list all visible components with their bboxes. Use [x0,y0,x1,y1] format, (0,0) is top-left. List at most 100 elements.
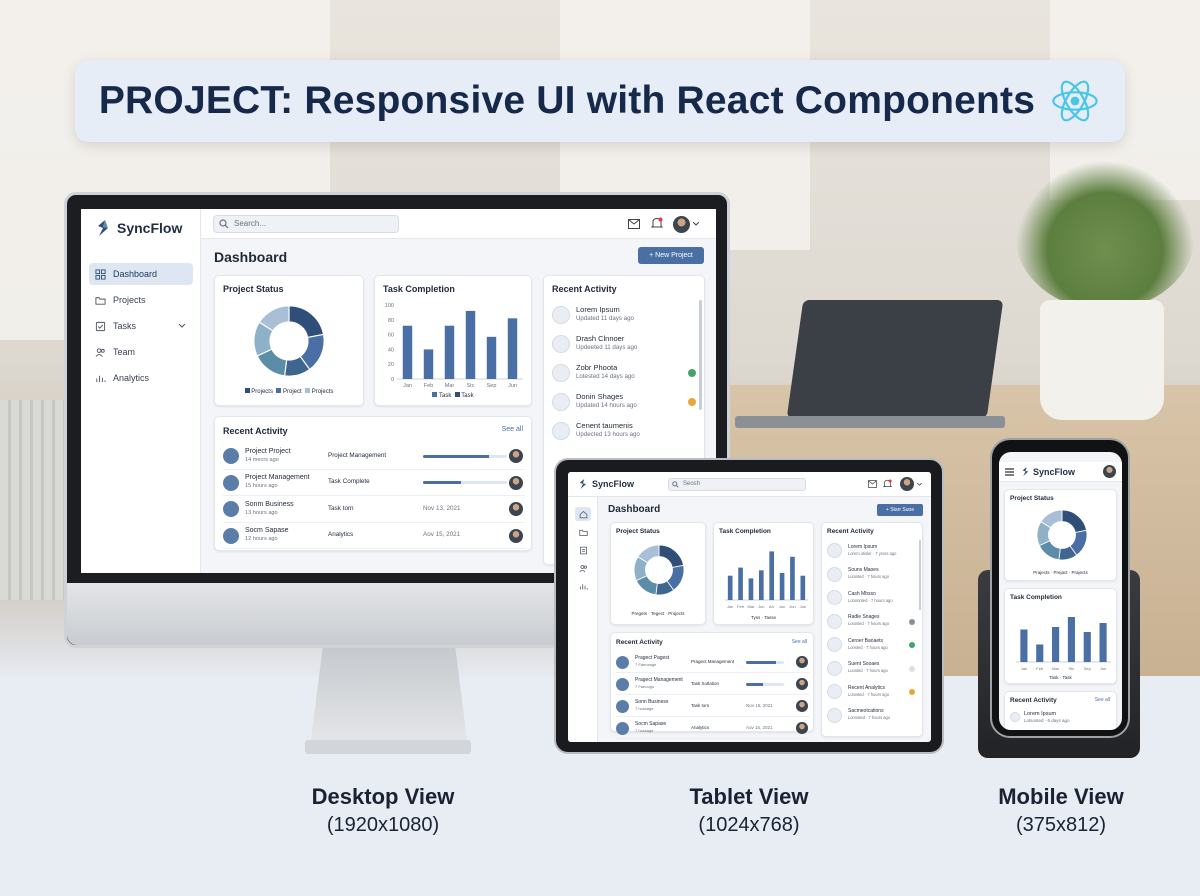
tablet-brand[interactable]: SyncFlow [578,478,634,490]
activity-item[interactable]: Sacmeotcations Lonosted · 7 hours ago [827,706,919,730]
sidebar-item-label: Team [113,347,136,357]
bar[interactable] [1020,629,1028,663]
bar[interactable] [444,325,455,379]
bar[interactable] [486,336,497,379]
sidebar-item-projects[interactable]: Projects [89,289,193,311]
user-avatar[interactable] [900,477,914,491]
table-row[interactable]: Project Management 15 hours ago Task Com… [223,470,525,496]
donut-slice[interactable] [658,544,685,568]
activity-item[interactable]: Lorem Ipsum Updated 11 days ago [552,302,700,331]
table-row[interactable]: Pragect Pagest 7 Faeneage Pragect Manage… [616,651,810,673]
donut-slice[interactable] [288,305,325,339]
activity-item[interactable]: Ceroer Baoaets Lonsted · 7 hours ago [827,635,919,659]
rail-item-folder[interactable] [575,525,591,539]
row-date: Aov 15, 2021 [423,531,461,539]
bar[interactable] [423,349,434,379]
home-icon [579,510,587,518]
chevron-down-icon[interactable] [693,222,699,226]
row-date: Aov 15, 2021 [746,724,773,730]
legend-label: Prujects [668,611,685,616]
donut-slice[interactable] [1061,509,1088,533]
mail-icon[interactable] [868,480,877,488]
checkbox-icon [95,321,106,331]
search-input[interactable]: Search... [213,215,399,233]
activity-icon [827,590,842,606]
mobile-brand[interactable]: SyncFlow [1021,466,1075,477]
search-input[interactable]: Seosh [668,478,806,491]
bar[interactable] [748,578,754,600]
bar[interactable] [758,570,764,600]
row-icon [616,699,629,713]
activity-item[interactable]: Suent Sooaes Luosted · 7 hours ago [827,659,919,683]
bar[interactable] [1052,627,1060,662]
activity-icon [552,334,570,353]
bar[interactable] [790,556,795,600]
user-avatar[interactable] [673,216,690,233]
bell-icon[interactable] [651,217,663,230]
chevron-down-icon[interactable] [179,324,185,328]
user-avatar[interactable] [1103,465,1116,478]
activity-item[interactable]: Zobr Phoota Lotested 14 days ago [552,360,700,389]
see-all-link[interactable]: See all [791,639,807,645]
sidebar-item-team[interactable]: Team [89,341,193,363]
mail-icon[interactable] [628,219,640,229]
chevron-down-icon[interactable] [917,483,922,486]
bar[interactable] [465,310,476,379]
rail-item-doc[interactable] [575,543,591,557]
new-project-button[interactable]: + Starr Suoe [877,504,923,516]
donut-slice[interactable] [1040,509,1063,529]
card-title: Project Status [1010,495,1054,502]
row-category: Analytics [691,724,710,730]
table-row[interactable]: Project Project 14 mecrs ago Project Man… [223,443,525,470]
sidebar-item-dashboard[interactable]: Dashboard [89,263,193,285]
bar[interactable] [779,573,785,600]
bar[interactable] [1083,632,1091,662]
activity-item[interactable]: Lorem Ipsum Lorem otisler · 7 yross ago [827,541,919,565]
sidebar-item-analytics[interactable]: Analytics [89,367,193,389]
bar[interactable] [800,575,806,600]
activity-item[interactable]: Cenent taumenis Updected 13 hours ago [552,418,700,447]
bar[interactable] [1036,644,1044,663]
donut-slice[interactable] [637,544,660,564]
table-row[interactable]: Pragect Management 7 Faeuogo Task Sotlat… [616,673,810,695]
sidebar-item-tasks[interactable]: Tasks [89,315,193,337]
rail-item-bar-chart[interactable] [575,579,591,593]
legend-label: Task [438,393,452,399]
sidebar-item-label: Analytics [113,373,150,383]
bell-icon[interactable] [883,479,892,489]
bar[interactable] [1099,623,1107,662]
activity-item[interactable]: Cash Mbsso Lotomnted · 7 hours ago [827,588,919,612]
activity-item[interactable]: Radle Snages Lotosted · 7 hours ago [827,612,919,636]
activity-name: Cenent taumenis [576,421,633,431]
scrollbar[interactable] [699,300,702,410]
users-icon [95,347,105,357]
bar[interactable] [402,325,413,379]
bar[interactable] [769,551,775,600]
new-project-button[interactable]: + New Project [638,247,704,264]
activity-time: Lotomnted · 7 hours ago [848,597,893,603]
activity-item[interactable]: Recent Analytics Lotosted · 7 hours ago [827,682,919,706]
see-all-link[interactable]: See all [1094,697,1110,703]
donut-slice[interactable] [258,305,290,332]
hamburger-menu-icon[interactable] [1005,468,1014,476]
desktop-brand[interactable]: SyncFlow [95,219,182,237]
see-all-link[interactable]: See all [501,426,523,433]
bar[interactable] [727,575,733,600]
bar-chart-icon [579,583,588,589]
bar[interactable] [507,318,518,379]
scrollbar[interactable] [919,540,921,610]
caption-size: (375x812) [1015,814,1107,836]
activity-item[interactable]: Drash Clnnoer Updeeted 11 days ago [552,331,700,360]
rail-item-users[interactable] [575,561,591,575]
bar[interactable] [738,567,743,600]
status-badge-icon [909,665,915,672]
activity-item[interactable]: Souns Maoes Lutosted · 7 hours ago [827,565,919,589]
rail-item-home[interactable] [575,507,591,521]
bar[interactable] [1067,617,1075,662]
activity-item[interactable]: Donin Shages Updated 14 hours ago [552,389,700,418]
